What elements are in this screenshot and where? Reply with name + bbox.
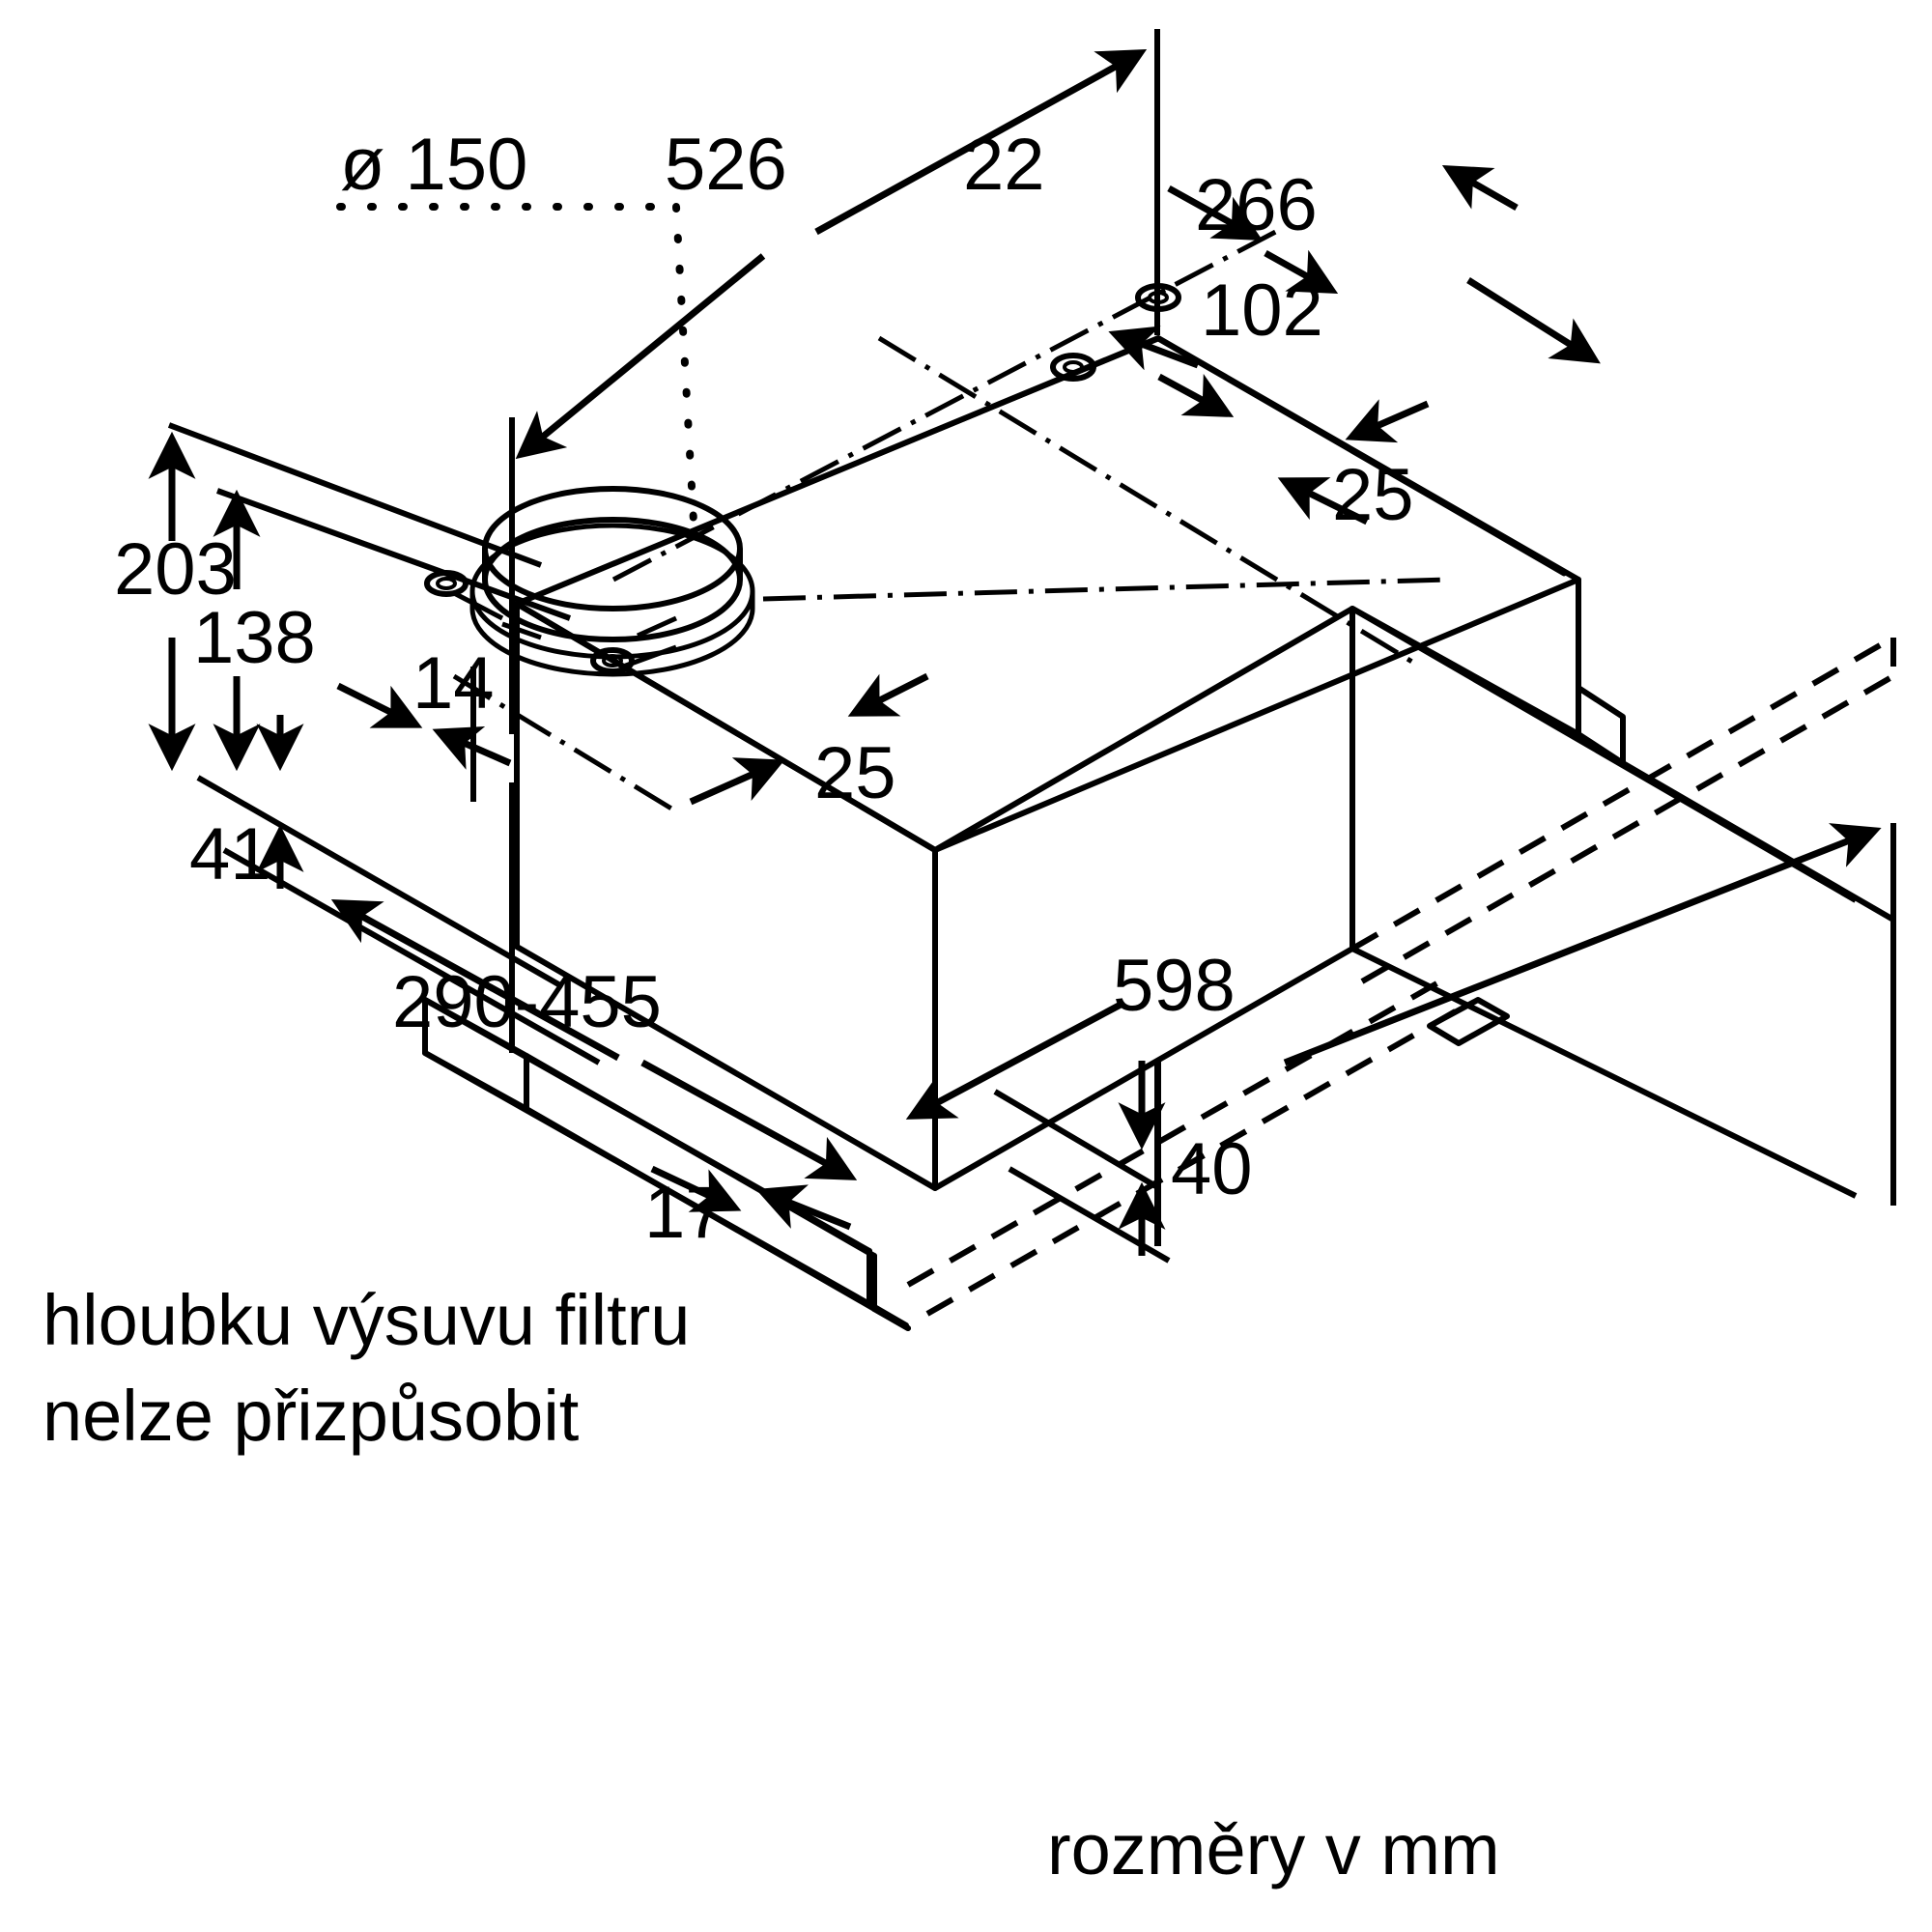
label-body-width-526: 526 — [665, 124, 787, 206]
extline-41-upper — [196, 775, 562, 988]
eyelet-front-tail — [622, 644, 677, 669]
centerline-short-lower — [452, 673, 678, 814]
arrow-25r-b — [1277, 477, 1369, 526]
label-height-138: 138 — [193, 597, 316, 679]
arrow-598-right — [1283, 823, 1882, 1066]
label-height-41: 41 — [189, 813, 271, 895]
label-offset-22: 22 — [963, 124, 1045, 206]
arrow-25r-a — [1345, 399, 1430, 443]
extline-40-lower — [1008, 1166, 1171, 1264]
extline-40-upper — [993, 1089, 1161, 1191]
label-width-598: 598 — [1113, 945, 1236, 1027]
label-panel-40: 40 — [1171, 1128, 1253, 1210]
arrow-102-right — [1157, 373, 1235, 417]
filter-front-panel — [1350, 606, 1895, 1199]
leader-vertical — [672, 203, 697, 526]
arrow-14-a — [336, 682, 423, 728]
label-thickness-14: 14 — [412, 642, 495, 724]
arrow-17-a — [650, 1165, 742, 1212]
label-duct-diameter: ø 150 — [340, 124, 527, 206]
note-filter-depth-line2: nelze přizpůsobit — [43, 1376, 580, 1456]
label-lip-17: 17 — [644, 1172, 726, 1254]
drawer-bottom-edge — [906, 975, 1449, 1288]
label-height-203: 203 — [114, 528, 237, 611]
dimension-arrows — [148, 49, 1882, 1264]
extline-203-top — [167, 422, 543, 568]
label-offset-102: 102 — [1201, 270, 1323, 352]
arrow-598-left — [905, 1001, 1122, 1120]
duct-diameter-leader — [336, 203, 697, 526]
arrow-266-upleft — [1441, 164, 1519, 212]
duct-clip-left — [501, 621, 542, 640]
label-depth-266: 266 — [1195, 164, 1318, 246]
extline-138-top — [215, 488, 572, 621]
arrow-17-b — [755, 1184, 852, 1231]
centerline-body-long — [762, 577, 1450, 602]
extline-41-lower — [222, 847, 601, 1065]
hood-bottom-bar — [524, 1106, 911, 1331]
filter-panel-bottom-edge — [1350, 946, 1858, 1199]
drawer-bottom-edge2 — [925, 1007, 1461, 1317]
arrow-102-left — [1108, 326, 1200, 371]
drawing-notes: hloubku výsuvu filtru nelze přizpůsobit … — [43, 1280, 1500, 1889]
arrow-22-a — [1167, 185, 1264, 241]
drawer-top-front-edge — [1350, 635, 1895, 952]
eyelet-left-tail — [452, 590, 504, 621]
arrow-266-downright — [1466, 277, 1601, 364]
arrow-290-455-left — [330, 899, 620, 1062]
center-lines — [452, 224, 1450, 814]
dimension-labels: ø 150 526 22 266 102 25 203 138 14 25 41… — [114, 124, 1414, 1254]
label-edge-25-right: 25 — [1332, 454, 1414, 536]
note-filter-depth-line1: hloubku výsuvu filtru — [43, 1280, 690, 1360]
centerline-duct-axis-upper — [611, 224, 1287, 582]
arrow-14-b — [432, 725, 512, 770]
note-units: rozměry v mm — [1047, 1809, 1500, 1889]
arrow-290-455-right — [640, 1059, 858, 1180]
eyelet-top-mid-hole — [1063, 360, 1084, 374]
pullout-filter-drawer — [906, 635, 1896, 1317]
arrow-526-lower — [515, 253, 766, 460]
filter-panel-step-edge — [1621, 760, 1895, 923]
eyelet-top-mid — [1050, 353, 1096, 382]
label-edge-25-front: 25 — [814, 732, 896, 814]
eyelet-front-hole — [602, 654, 623, 668]
arrow-25f-a — [847, 672, 929, 717]
arrow-25f-b — [689, 757, 785, 806]
label-pullout-range: 290-455 — [392, 961, 662, 1043]
hood-top-rim-left — [548, 336, 1161, 592]
filter-handle-switch — [1427, 997, 1510, 1046]
arrow-22-b — [1264, 249, 1339, 294]
arrow-526-upper — [814, 49, 1148, 236]
eyelet-left-hole — [436, 577, 457, 590]
eyelet-front — [590, 647, 635, 674]
drawer-mid-edge — [1360, 673, 1895, 984]
centerline-body-cross — [877, 335, 1422, 669]
duct-clip-right — [636, 615, 678, 639]
hood-rail-inner-edge — [524, 1053, 877, 1259]
